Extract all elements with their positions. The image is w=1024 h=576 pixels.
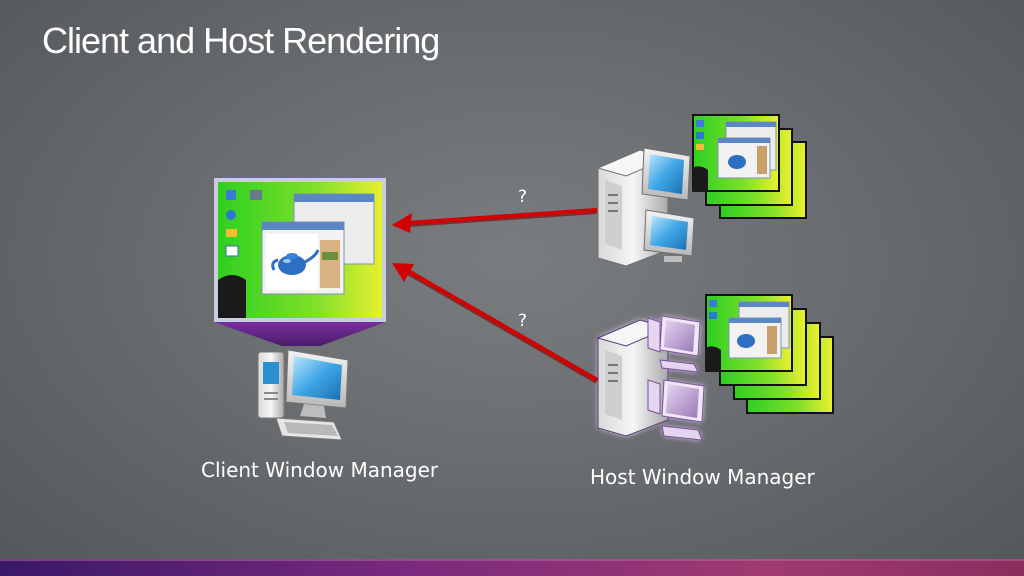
teapot-icon bbox=[271, 249, 320, 275]
slide-title: Client and Host Rendering bbox=[42, 20, 440, 61]
arrow-host-top-to-client bbox=[392, 208, 598, 233]
client-computer-icon bbox=[257, 349, 349, 441]
arrow-host-bottom-to-client bbox=[392, 263, 599, 384]
desktop-icon bbox=[250, 190, 262, 200]
desktop-icon bbox=[226, 190, 236, 200]
host-window-manager-label: Host Window Manager bbox=[590, 465, 815, 489]
projection-connector bbox=[214, 322, 386, 346]
desktop-icon bbox=[225, 245, 239, 257]
host-server-icon bbox=[596, 147, 695, 267]
bottom-accent-bar bbox=[0, 559, 1024, 576]
client-desktop-screen bbox=[214, 178, 386, 322]
question-mark-top: ? bbox=[518, 187, 528, 207]
question-mark-bottom: ? bbox=[518, 311, 528, 331]
teapot-icon bbox=[728, 155, 746, 169]
teapot-icon bbox=[737, 334, 755, 348]
ie-icon bbox=[226, 210, 236, 220]
host-server-purple-icon bbox=[596, 315, 705, 441]
host-desktop-stack-bottom bbox=[705, 294, 834, 414]
client-window-manager-label: Client Window Manager bbox=[201, 458, 439, 482]
teapot-window bbox=[261, 221, 345, 295]
host-desktop-stack-top bbox=[692, 114, 807, 219]
folder-icon bbox=[226, 229, 237, 237]
